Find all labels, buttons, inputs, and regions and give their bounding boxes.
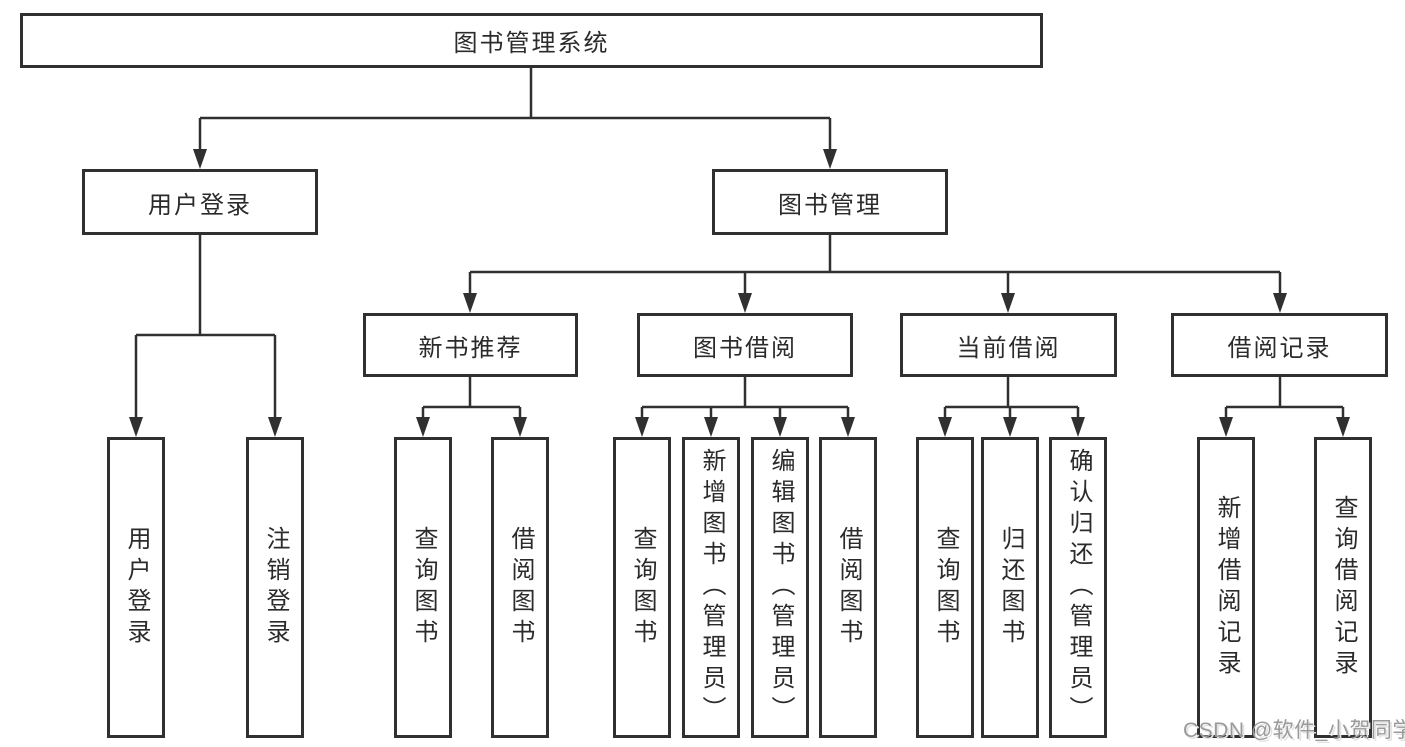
leaf-label: 查询借阅记录 [1330,494,1357,681]
leaf-borrow-books: 借阅图书 [819,437,877,738]
leaf-add-books-admin: 新增图书（管理员） [682,437,740,738]
leaf-add-borrow-record: 新增借阅记录 [1197,437,1255,738]
leaf-borrow-books-recommend: 借阅图书 [491,437,549,738]
leaf-return-books: 归还图书 [981,437,1039,738]
node-book-management: 图书管理 [712,169,948,235]
node-label: 新书推荐 [418,334,523,362]
leaf-confirm-return-admin: 确认归还（管理员） [1049,437,1107,738]
node-label: 当前借阅 [956,334,1061,362]
leaf-query-borrow-record: 查询借阅记录 [1314,437,1372,738]
connector-path [134,68,1345,421]
node-library-management-system: 图书管理系统 [20,13,1043,68]
node-borrowing-records: 借阅记录 [1171,313,1388,377]
leaf-label: 归还图书 [997,525,1024,650]
leaf-label: 确认归还（管理员） [1065,448,1092,727]
node-book-borrowing: 图书借阅 [637,313,853,377]
leaf-label: 注销登录 [262,525,289,650]
arrowhead-icons [129,149,1350,437]
leaf-label: 新增借阅记录 [1213,494,1240,681]
leaf-label: 借阅图书 [507,525,534,650]
node-label: 图书管理 [778,191,882,219]
leaf-query-books-recommend: 查询图书 [394,437,452,738]
node-current-borrowing: 当前借阅 [900,313,1117,377]
node-label: 图书借阅 [693,334,797,362]
node-new-book-recommendation: 新书推荐 [363,313,578,377]
leaf-label: 查询图书 [932,525,959,650]
node-label: 图书管理系统 [453,30,610,57]
leaf-user-login: 用户登录 [107,437,165,738]
leaf-logout: 注销登录 [246,437,304,738]
node-label: 借阅记录 [1227,334,1332,362]
leaf-query-books-current: 查询图书 [916,437,974,738]
leaf-label: 借阅图书 [835,525,862,650]
leaf-label: 查询图书 [410,525,437,650]
leaf-label: 新增图书（管理员） [698,448,725,727]
leaf-label: 用户登录 [123,525,150,650]
node-user-login: 用户登录 [82,169,318,235]
leaf-query-books-borrowing: 查询图书 [613,437,671,738]
node-label: 用户登录 [148,191,252,219]
leaf-label: 编辑图书（管理员） [767,448,794,727]
leaf-label: 查询图书 [629,525,656,650]
leaf-edit-books-admin: 编辑图书（管理员） [751,437,809,738]
watermark: CSDN @软件_小贺同学 [1183,719,1405,742]
